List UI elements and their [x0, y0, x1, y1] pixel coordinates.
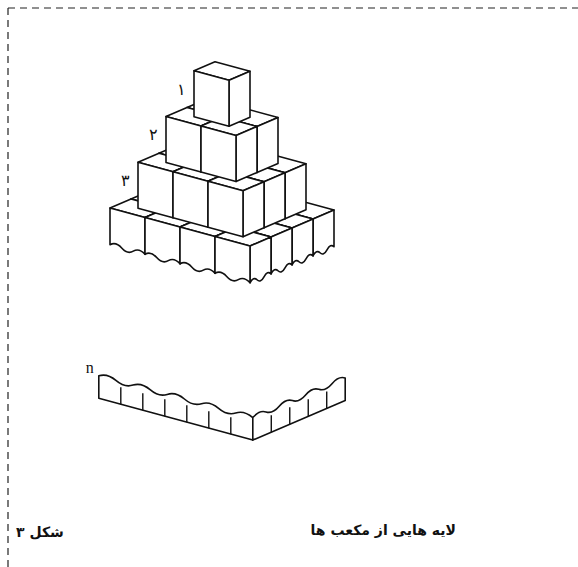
cube-face	[138, 162, 173, 218]
cube-edge	[186, 405, 187, 422]
figure-number: شکل ۳	[16, 524, 64, 541]
layer-number: ۱	[177, 80, 186, 99]
cube-edge	[289, 407, 290, 424]
dashed-frame	[8, 7, 578, 8]
cube-edge	[271, 415, 272, 432]
cube-face	[110, 208, 145, 254]
layer-number: ۳	[121, 171, 130, 190]
cube-face	[229, 71, 250, 126]
cube-edge	[164, 399, 165, 416]
cube-face	[257, 118, 278, 173]
cube-face	[180, 227, 215, 273]
cube-face	[285, 164, 306, 219]
cube-face	[166, 117, 201, 173]
cube-face	[313, 210, 334, 256]
layer-number: n	[86, 358, 94, 377]
cube-face	[264, 173, 285, 228]
layer-face	[253, 378, 345, 441]
cube-face	[243, 182, 264, 237]
cube-face	[292, 219, 313, 265]
figure-caption: لایه هایی از مکعب ها	[311, 522, 456, 539]
layer-number: ۲	[149, 125, 158, 144]
cube-edge	[230, 417, 231, 434]
cube-edge	[120, 387, 121, 404]
cube-face	[215, 237, 250, 283]
cube-edge	[142, 393, 143, 410]
cube-face	[173, 172, 208, 228]
cube-face	[208, 181, 243, 237]
cube-edge	[208, 411, 209, 428]
cube-face	[145, 218, 180, 264]
cube-face	[271, 228, 292, 274]
layer-face	[99, 375, 253, 440]
cube-face	[236, 127, 257, 182]
cube-face	[250, 237, 271, 283]
cube-edge	[308, 399, 309, 416]
cube-edge	[326, 391, 327, 408]
cube-face	[194, 71, 229, 127]
cube-face	[201, 126, 236, 182]
dashed-frame	[7, 8, 8, 567]
